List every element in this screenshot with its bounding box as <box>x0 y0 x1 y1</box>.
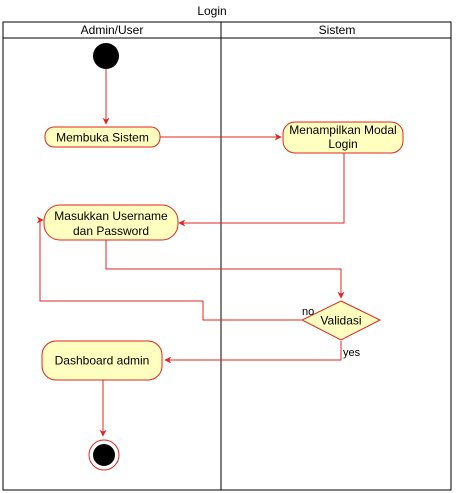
edges <box>36 69 345 437</box>
node-dashboard-label: Dashboard admin <box>55 354 150 368</box>
decision-validasi-label: Validasi <box>320 314 361 328</box>
node-masukkan-label-1: Masukkan Username <box>54 209 168 223</box>
lane-label-admin-user: Admin/User <box>81 23 144 37</box>
node-menampilkan-modal-login: Menampilkan Modal Login <box>282 121 404 154</box>
diagram-title: Login <box>197 4 226 18</box>
swimlane-frame <box>2 21 452 491</box>
lane-label-sistem: Sistem <box>319 23 356 37</box>
node-membuka-sistem: Membuka Sistem <box>44 126 161 148</box>
node-menampilkan-modal-label-2: Login <box>328 137 357 151</box>
node-masukkan-username: Masukkan Username dan Password <box>43 204 179 241</box>
node-membuka-sistem-label: Membuka Sistem <box>56 131 149 145</box>
node-dashboard-admin: Dashboard admin <box>41 340 163 381</box>
edge-masukkan-to-validasi <box>105 240 345 299</box>
decision-validasi: Validasi <box>300 300 382 341</box>
node-menampilkan-modal-label-1: Menampilkan Modal <box>289 123 396 137</box>
edge-modal-to-masukkan <box>178 153 345 227</box>
start-node <box>93 43 119 69</box>
edge-validasi-yes <box>164 341 342 364</box>
edge-label-no: no <box>302 306 314 318</box>
end-node <box>88 439 120 471</box>
edge-label-yes: yes <box>343 347 361 359</box>
node-masukkan-label-2: dan Password <box>73 224 149 238</box>
edge-validasi-no <box>36 216 301 321</box>
